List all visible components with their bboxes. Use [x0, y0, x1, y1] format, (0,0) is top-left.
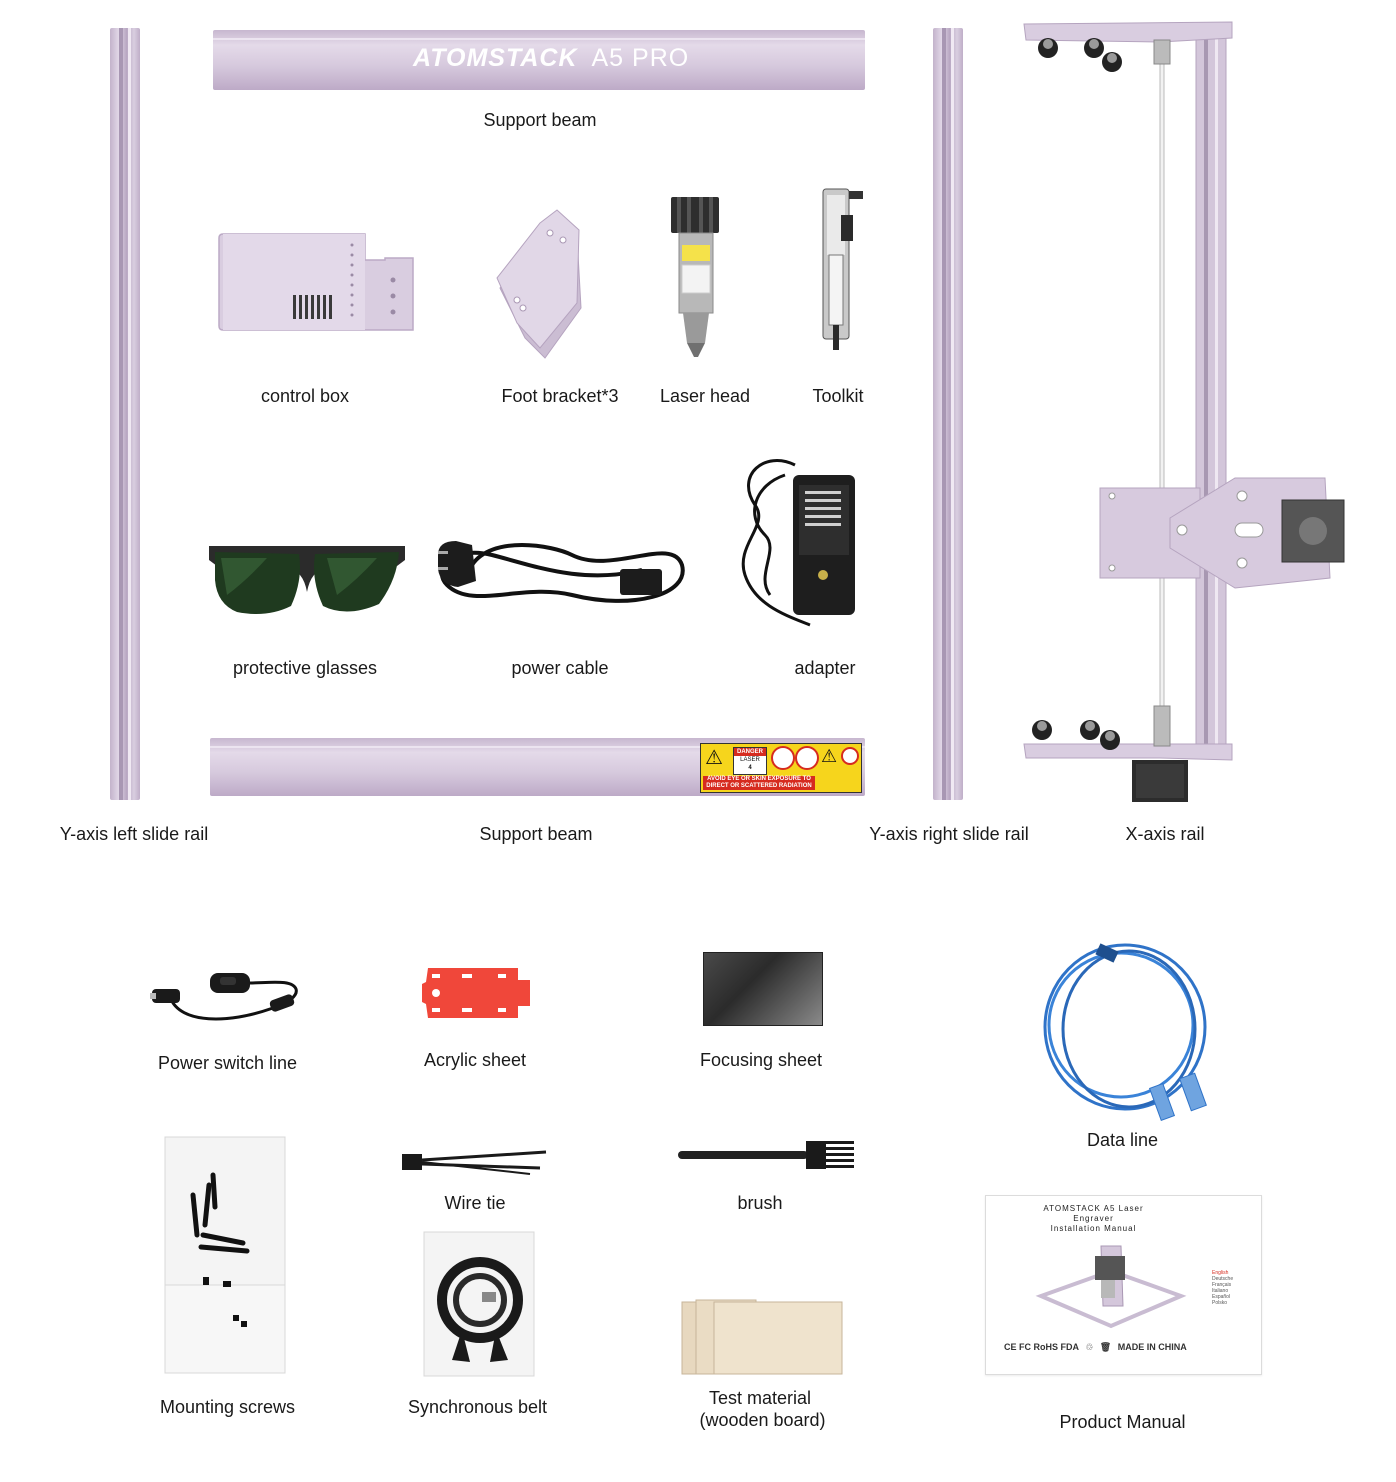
manual-language: Deutsche [1212, 1276, 1234, 1282]
mounting-screws-image [164, 1136, 286, 1374]
label-brush: brush [737, 1193, 783, 1213]
brush-image [678, 1141, 854, 1169]
label-power-switch-line: Power switch line [157, 1053, 298, 1073]
support-beam-bottom: DANGER LASER 4 ⚠ ⚠ AVOID EYE OR SKIN EXP… [210, 738, 865, 796]
label-mounting-screws: Mounting screws [159, 1397, 296, 1417]
toolkit-image [822, 188, 863, 350]
laser-head-image [671, 197, 719, 357]
label-laser-head: Laser head [659, 386, 751, 406]
control-box-image [218, 233, 414, 331]
warning-text-block: AVOID EYE OR SKIN EXPOSURE TO DIRECT OR … [703, 776, 815, 790]
label-control-box: control box [260, 386, 350, 406]
label-protective-glasses: protective glasses [232, 658, 378, 678]
laser-hazard-icon: ⚠ [705, 747, 723, 769]
synchronous-belt-image [423, 1231, 535, 1377]
power-cable-image [438, 541, 685, 603]
focusing-sheet-image [703, 952, 823, 1026]
manual-language: Italiano [1212, 1288, 1229, 1294]
label-power-cable: power cable [511, 658, 609, 678]
label-foot-bracket: Foot bracket*3 [501, 386, 619, 406]
label-product-manual: Product Manual [1059, 1412, 1186, 1432]
x-axis-rail-image [1023, 21, 1345, 802]
manual-language: Français [1212, 1282, 1232, 1288]
warning-danger-text: DANGER [734, 748, 766, 756]
y-axis-right-slide-rail [933, 28, 963, 800]
wire-tie-image [402, 1150, 547, 1175]
label-support-beam-top: Support beam [483, 110, 597, 130]
brand-model-text: A5 PRO [591, 44, 690, 72]
data-line-image [1043, 943, 1207, 1122]
manual-made-in: MADE IN CHINA [1117, 1342, 1187, 1352]
acrylic-sheet-image [422, 968, 530, 1018]
label-toolkit: Toolkit [812, 386, 864, 406]
manual-title: ATOMSTACK A5 Laser Engraver Installation… [1016, 1204, 1171, 1234]
laser-aperture-icon: ⚠ [821, 746, 838, 766]
support-beam-top: ATOMSTACK A5 PRO [213, 30, 865, 90]
warning-line1: AVOID EYE OR SKIN EXPOSURE TO [707, 776, 811, 782]
no-eye-icon [771, 746, 795, 770]
protective-glasses-image [209, 546, 405, 614]
manual-certs: CE FC RoHS FDA [1004, 1342, 1079, 1352]
brand-logo-text: ATOMSTACK [413, 44, 578, 72]
y-axis-left-slide-rail [110, 28, 140, 800]
bin-icon: 🗑 [1099, 1342, 1112, 1352]
warning-line2: DIRECT OR SCATTERED RADIATION [706, 783, 812, 789]
label-acrylic-sheet: Acrylic sheet [423, 1050, 527, 1070]
manual-language: Español [1212, 1294, 1231, 1300]
product-manual-image: ATOMSTACK A5 Laser Engraver Installation… [985, 1195, 1262, 1375]
no-skin-icon [795, 746, 819, 770]
foot-bracket-image [496, 209, 582, 359]
label-synchronous-belt: Synchronous belt [407, 1397, 548, 1417]
adapter-image [741, 459, 855, 627]
label-support-beam-bottom: Support beam [479, 824, 593, 844]
warning-danger-block: DANGER LASER 4 [733, 747, 767, 775]
laser-warning-label: DANGER LASER 4 ⚠ ⚠ AVOID EYE OR SKIN EXP… [700, 743, 862, 793]
label-wire-tie: Wire tie [444, 1193, 506, 1213]
manual-title-line2: Engraver [1073, 1214, 1114, 1223]
no-entry-icon [841, 747, 859, 765]
warning-laser-text: LASER [740, 757, 760, 763]
recycle-icon: ♲ [1085, 1342, 1094, 1352]
manual-engraver-illustration [1035, 1245, 1187, 1329]
label-adapter: adapter [794, 658, 856, 678]
power-switch-line-image [150, 973, 298, 1021]
manual-certification-row: CE FC RoHS FDA ♲ 🗑 MADE IN CHINA [1004, 1342, 1187, 1353]
manual-title-line3: Installation Manual [1050, 1224, 1137, 1233]
label-x-axis-rail: X-axis rail [1125, 824, 1205, 844]
manual-language-list: English Deutsche Français Italiano Españ… [1212, 1270, 1233, 1306]
manual-language: Polsko [1212, 1300, 1228, 1306]
label-test-material-line2: (wooden board) [699, 1410, 826, 1430]
manual-language: English [1212, 1270, 1229, 1276]
manual-title-line1: ATOMSTACK A5 Laser [1043, 1204, 1144, 1213]
brand-logo: ATOMSTACK A5 PRO [413, 44, 689, 73]
warning-class-text: 4 [748, 765, 752, 771]
label-data-line: Data line [1086, 1130, 1159, 1150]
label-test-material-line1: Test material [708, 1388, 812, 1408]
label-y-axis-right: Y-axis right slide rail [869, 824, 1029, 844]
label-focusing-sheet: Focusing sheet [699, 1050, 823, 1070]
label-y-axis-left: Y-axis left slide rail [59, 824, 209, 844]
test-material-image [681, 1299, 843, 1375]
